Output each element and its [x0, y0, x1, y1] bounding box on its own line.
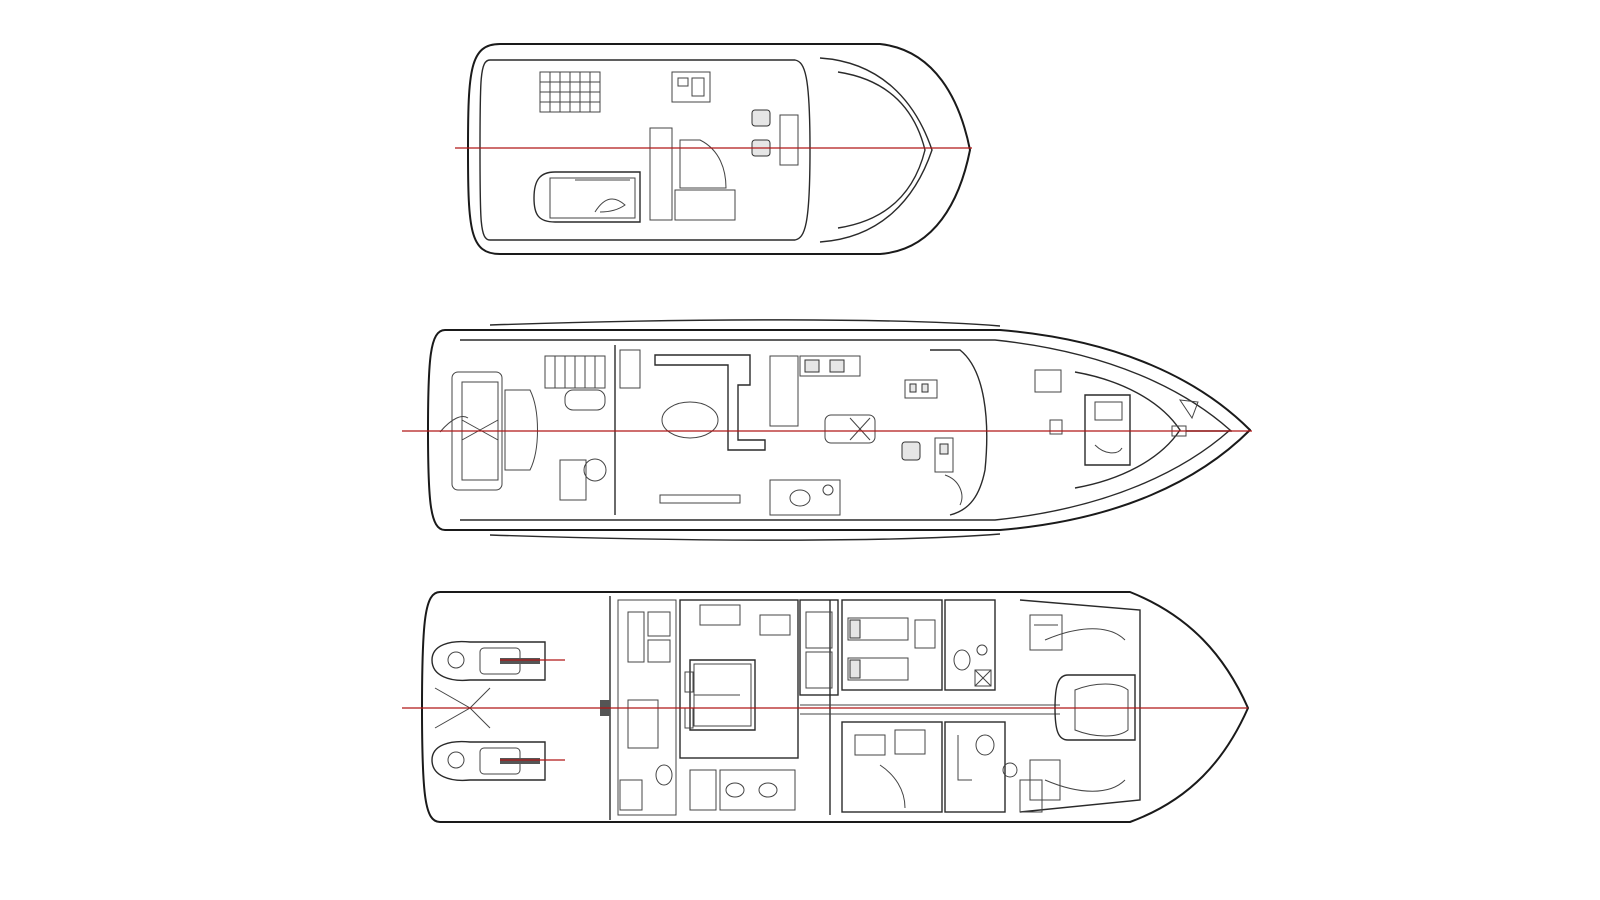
jet-ski-port: [431, 640, 546, 682]
forward-vip-cabin: [1019, 599, 1141, 813]
flybridge-plan: [467, 43, 971, 255]
saloon-table: [661, 401, 719, 439]
main-deck-plan: [427, 319, 1251, 541]
main-deck-outline: [427, 329, 1251, 531]
jet-ski-starboard: [431, 740, 546, 782]
flybridge-helm-seats: [751, 109, 799, 166]
lower-deck-plan: [421, 591, 1249, 823]
flybridge-outline: [467, 43, 971, 255]
main-deck-stairs: [544, 355, 606, 389]
lower-deck-outline: [421, 591, 1249, 823]
helm-seat: [901, 441, 921, 461]
flybridge-stairs: [539, 71, 601, 113]
master-cabin: [679, 599, 799, 811]
